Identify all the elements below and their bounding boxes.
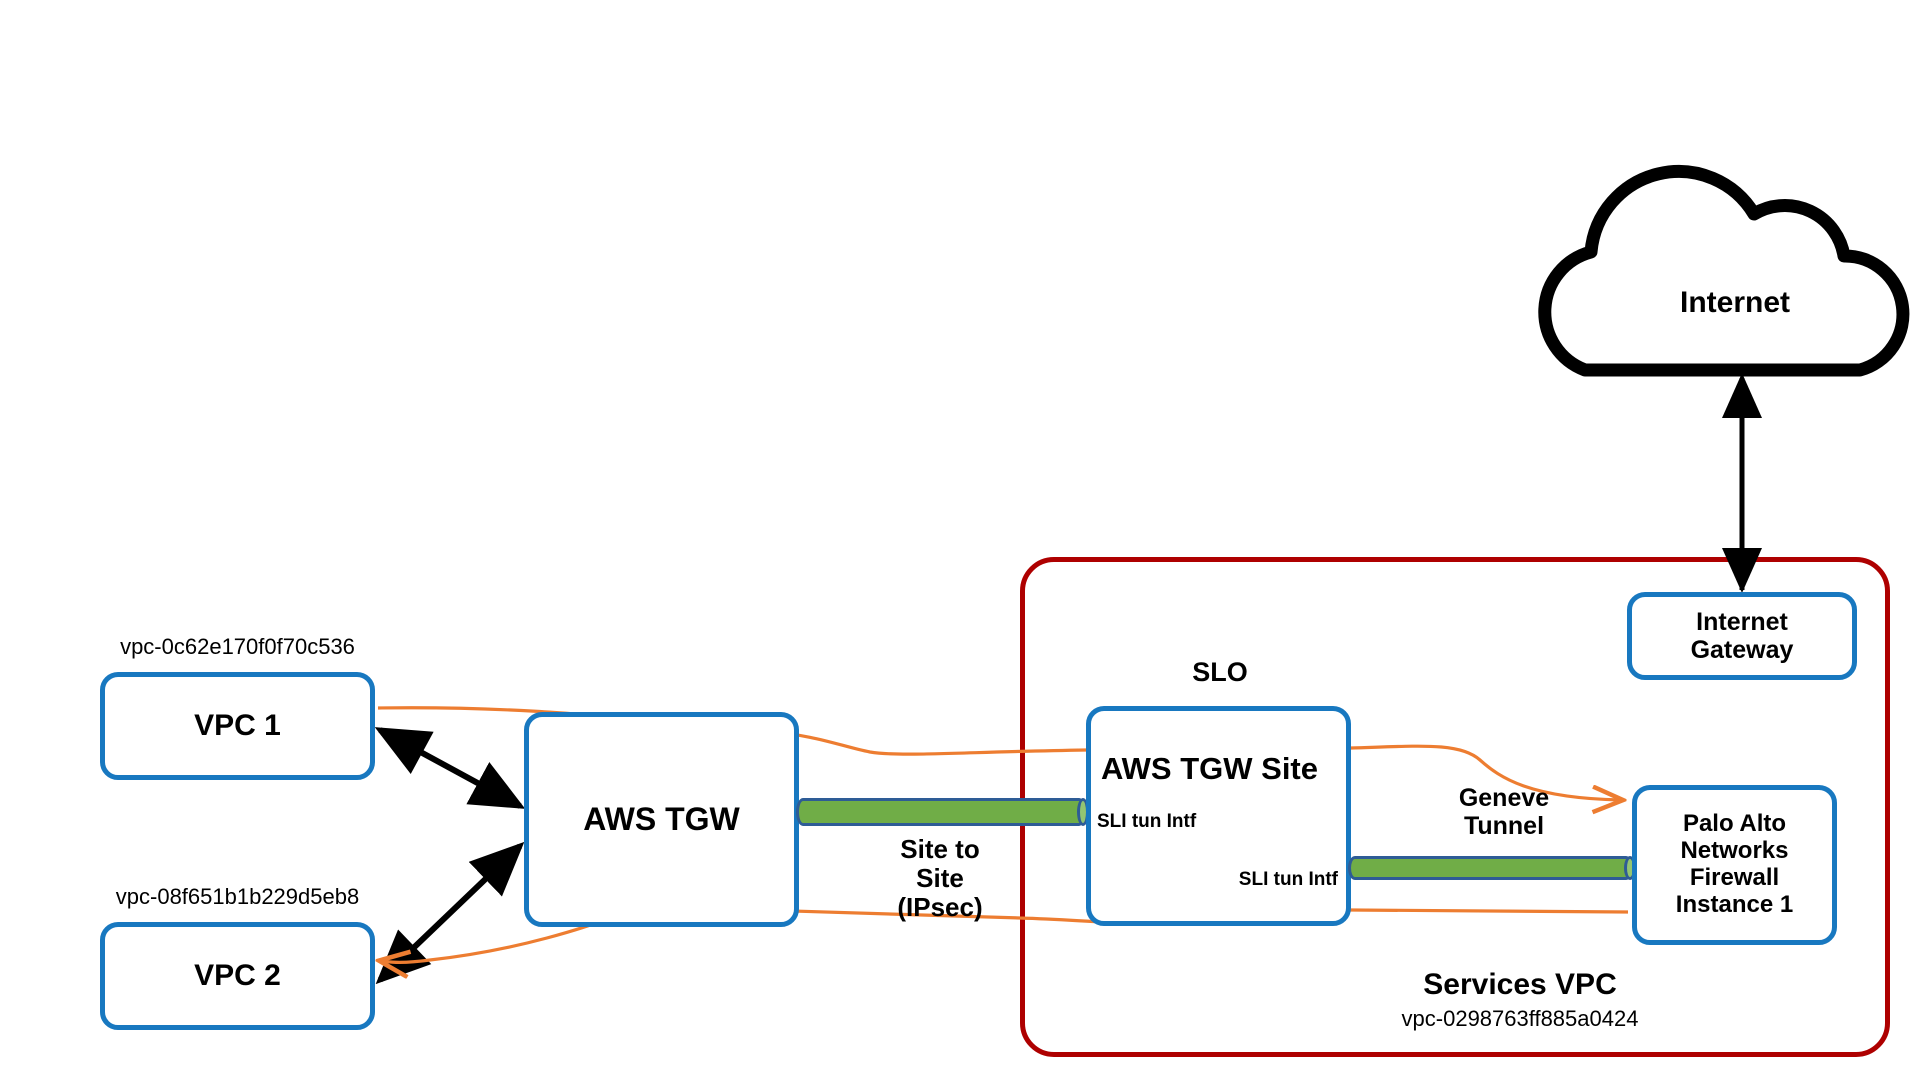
palo-alto-firewall-label: Palo Alto Networks Firewall Instance 1 [1675,810,1794,918]
services-vpc-title: Services VPC [1423,968,1617,1001]
site-to-site-tunnel [796,798,1089,826]
palo-alto-firewall-node[interactable]: Palo Alto Networks Firewall Instance 1 [1632,785,1837,945]
vpc1-node[interactable]: VPC 1 [100,672,375,780]
vpc1-tgw-link [374,727,526,809]
vpc2-label: VPC 2 [194,959,281,992]
aws-tgw-site-title: AWS TGW Site [1101,751,1318,786]
sli-tun-intf-upper-label: SLI tun Intf [1097,811,1197,832]
aws-tgw-node[interactable]: AWS TGW [524,712,799,927]
internet-cloud-label: Internet [1679,286,1790,319]
vpc2-node[interactable]: VPC 2 [100,922,375,1030]
internet-gateway-node[interactable]: Internet Gateway [1627,592,1857,680]
slo-label: SLO [1192,657,1248,687]
geneve-tunnel [1348,856,1636,880]
vpc2-id-label: vpc-08f651b1b229d5eb8 [115,884,360,909]
aws-tgw-label: AWS TGW [583,801,740,837]
aws-tgw-site-node[interactable]: AWS TGW Site SLI tun Intf SLI tun Intf [1086,706,1351,926]
vpc2-tgw-link [375,841,525,985]
internet-cloud-icon [1538,165,1910,377]
geneve-tunnel-label: Geneve Tunnel [1458,784,1550,840]
vpc1-id-label: vpc-0c62e170f0f70c536 [120,634,355,659]
vpc1-label: VPC 1 [194,709,281,742]
site-to-site-tunnel-label: Site to Site (IPsec) [897,834,983,923]
sli-tun-intf-lower-label: SLI tun Intf [1238,869,1338,890]
internet-gateway-label: Internet Gateway [1690,608,1794,664]
services-vpc-id-label: vpc-0298763ff885a0424 [1401,1006,1639,1031]
